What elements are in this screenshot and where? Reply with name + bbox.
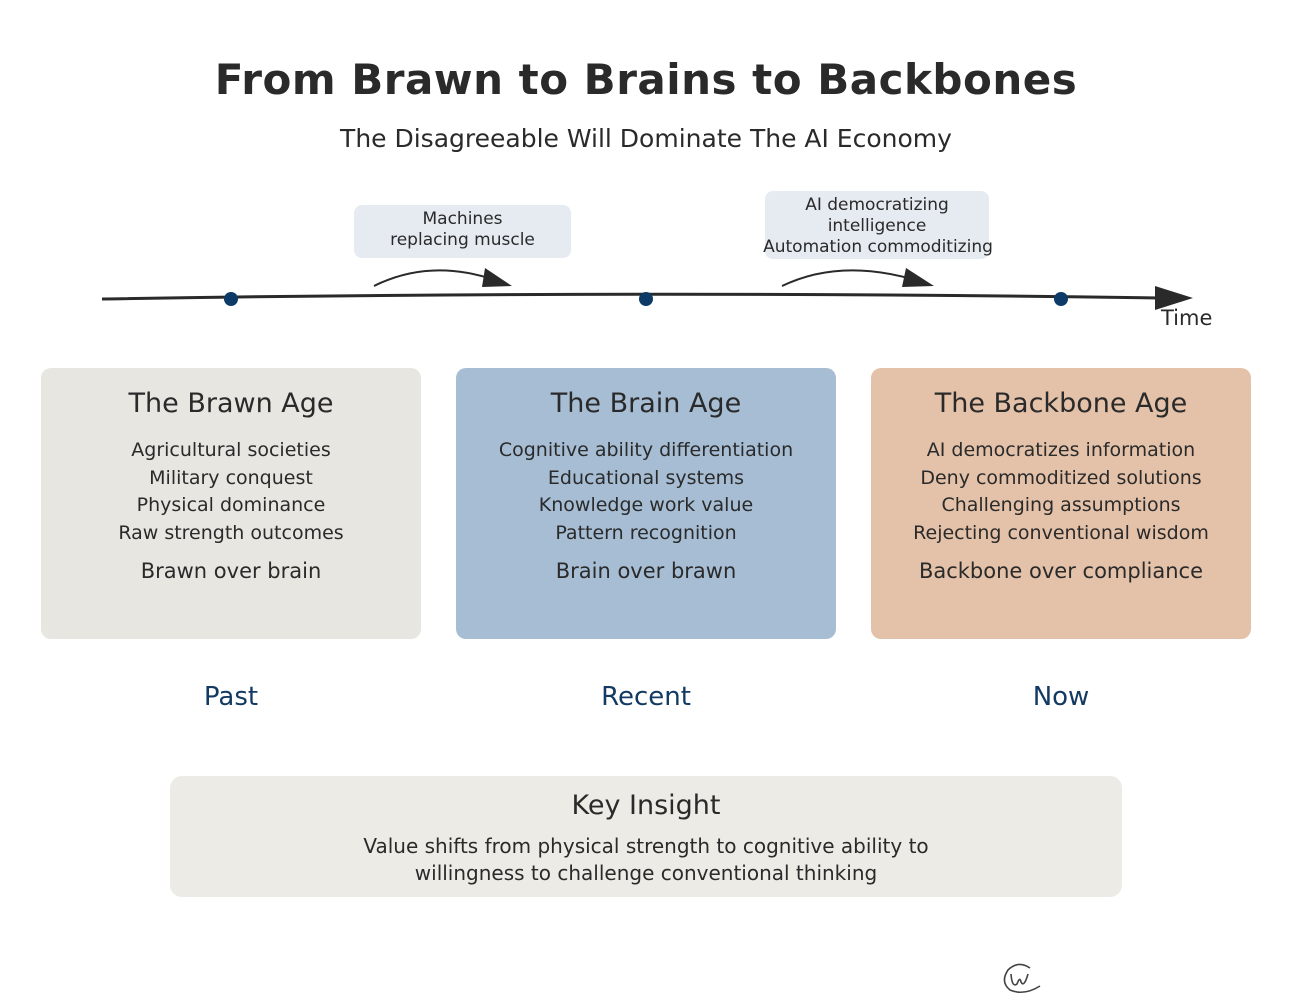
transition-arrow-1 [373, 269, 496, 287]
card-item: Educational systems [547, 466, 745, 489]
card-item: Knowledge work value [538, 494, 754, 516]
era-label-recent: Recent [601, 682, 691, 712]
backbone-age-card: The Backbone Age AI democratizes informa… [871, 368, 1251, 639]
card-item: Raw strength outcomes [118, 521, 344, 544]
era-label-now: Now [1032, 682, 1090, 712]
timeline-dot-now [1054, 292, 1068, 306]
card-item: Challenging assumptions [941, 494, 1181, 516]
timeline [101, 268, 1193, 310]
insight-text: Value shifts from physical strength to c… [363, 834, 929, 885]
card-title: The Backbone Age [934, 388, 1188, 419]
note-line: replacing muscle [390, 230, 535, 250]
note-line: AI democratizing [805, 195, 949, 215]
page-subtitle: The Disagreeable Will Dominate The AI Ec… [340, 124, 952, 153]
card-item: Pattern recognition [555, 521, 737, 544]
note-line: Machines [422, 209, 503, 229]
card-item: Military conquest [149, 466, 313, 489]
card-summary: Brain over brawn [555, 559, 737, 583]
note-line: intelligence [827, 216, 927, 236]
card-summary: Brawn over brain [140, 559, 322, 583]
transition-note-ai: AI democratizing intelligence Automation… [763, 191, 993, 259]
transition-arrowhead-2 [902, 268, 934, 287]
key-insight-box: Key Insight Value shifts from physical s… [170, 776, 1122, 897]
card-title: The Brawn Age [128, 388, 334, 419]
card-title: The Brain Age [550, 388, 742, 419]
transition-arrowhead-1 [482, 268, 512, 287]
transition-arrow-2 [781, 269, 916, 287]
brawn-age-card: The Brawn Age Agricultural societies Mil… [41, 368, 421, 639]
signature-logo [1003, 963, 1041, 994]
time-axis-label: Time [1161, 306, 1213, 330]
card-item: Agricultural societies [131, 439, 331, 461]
era-label-past: Past [203, 682, 259, 712]
card-item: AI democratizes information [926, 439, 1196, 461]
page-title: From Brawn to Brains to Backbones [214, 55, 1078, 104]
timeline-axis [101, 292, 1161, 301]
card-summary: Backbone over compliance [918, 559, 1204, 583]
note-line: Automation commoditizing [763, 237, 993, 257]
timeline-arrowhead [1155, 286, 1193, 310]
insight-title: Key Insight [571, 790, 721, 821]
brain-age-card: The Brain Age Cognitive ability differen… [456, 368, 836, 639]
card-item: Deny commoditized solutions [920, 466, 1202, 489]
card-item: Cognitive ability differentiation [498, 439, 794, 461]
timeline-dot-recent [639, 292, 653, 306]
card-item: Physical dominance [136, 494, 326, 516]
card-item: Rejecting conventional wisdom [913, 521, 1209, 544]
timeline-dot-past [224, 292, 238, 306]
transition-note-muscle: Machines replacing muscle [354, 205, 571, 258]
